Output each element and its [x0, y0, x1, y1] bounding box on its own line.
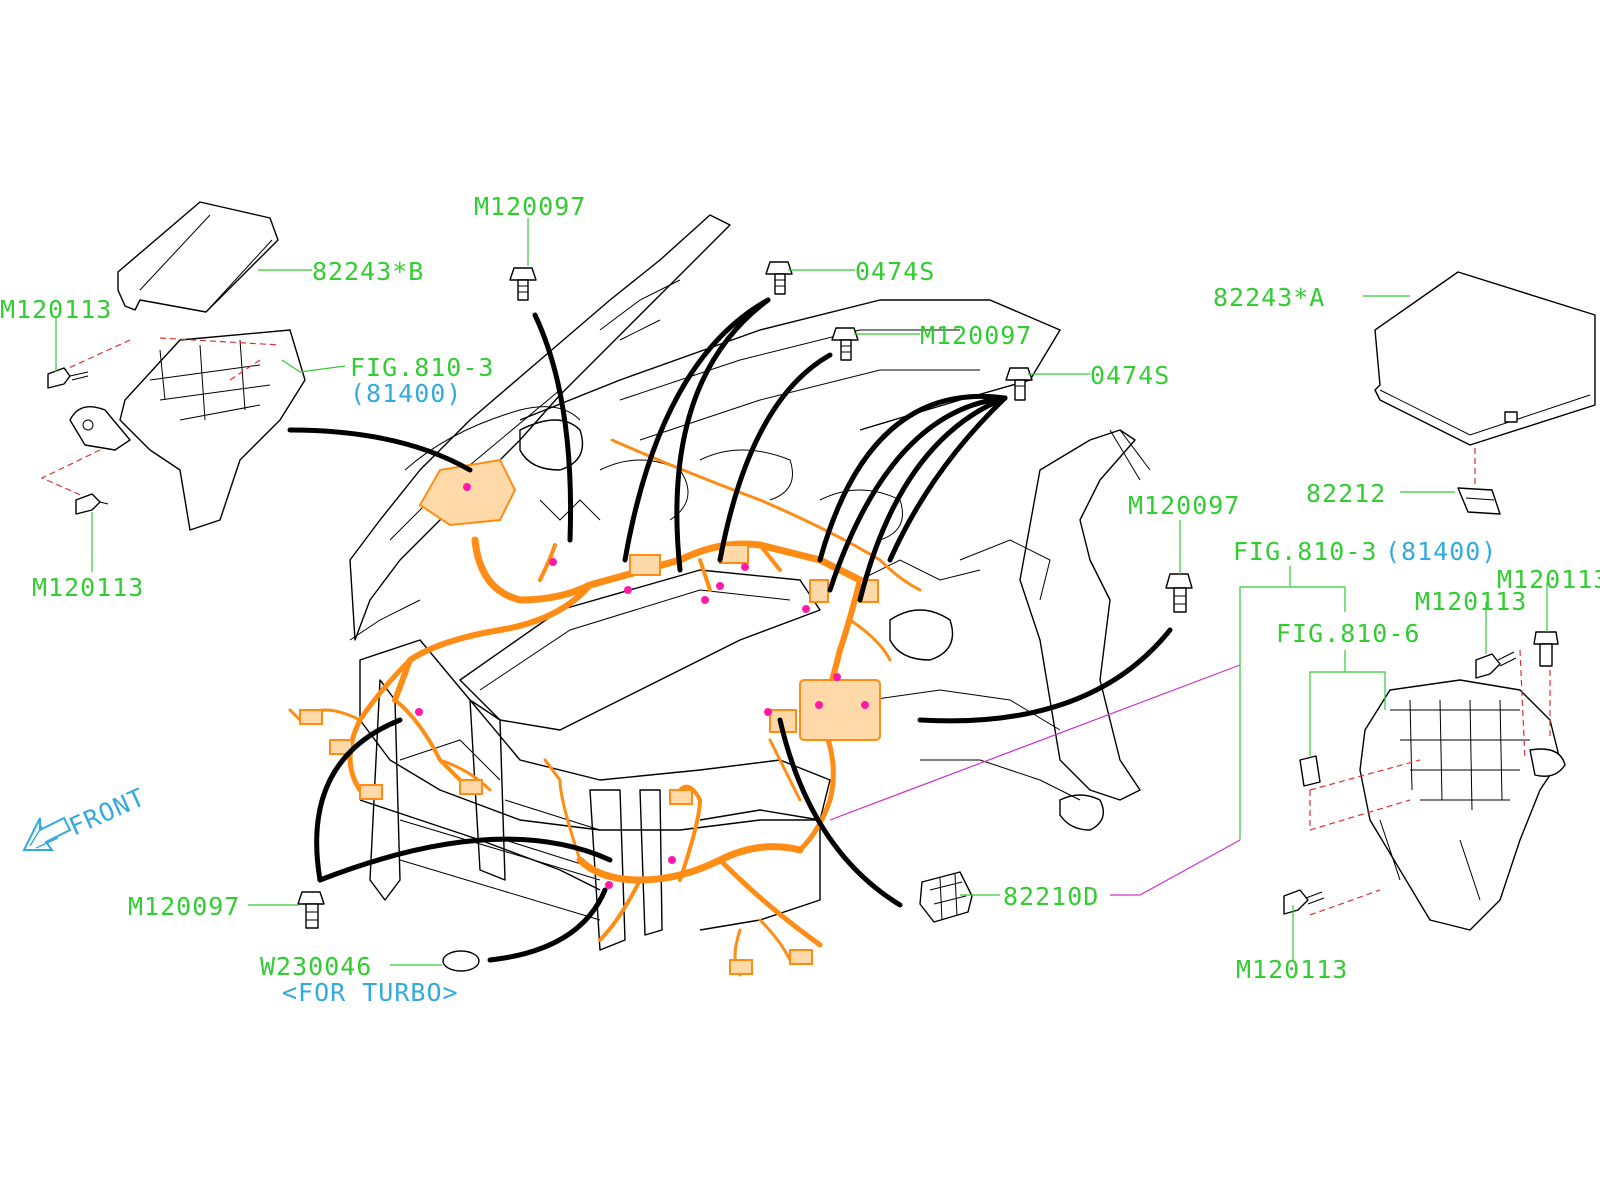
- right-fuse-box-cover: [1374, 271, 1596, 446]
- connector-point: [833, 673, 841, 681]
- leader-lines: [55, 218, 1548, 966]
- connector-point: [741, 563, 749, 571]
- grommet-w230046: [442, 950, 480, 972]
- bolt-icon: [1165, 573, 1193, 613]
- connector-point: [463, 483, 471, 491]
- harness-connector: [729, 959, 753, 975]
- connector-point: [861, 701, 869, 709]
- harness-connector: [789, 949, 813, 965]
- bolt-icon: [1533, 631, 1559, 667]
- callout-82210d: 82210D: [1003, 882, 1099, 911]
- callout-m120097: M120097: [920, 321, 1032, 350]
- callout-fig-810-3: FIG.810-3: [350, 353, 494, 382]
- connector-point: [701, 596, 709, 604]
- callout-fig-810-3: FIG.810-3: [1233, 537, 1377, 566]
- callout-0474s: 0474S: [855, 257, 935, 286]
- bolt-icon: [75, 493, 109, 515]
- callout-fig-810-6: FIG.810-6: [1276, 619, 1420, 648]
- callout-m120097: M120097: [1128, 491, 1240, 520]
- fuse-box-cover-82243a: [1374, 271, 1596, 446]
- connector-point: [668, 856, 676, 864]
- connector-point: [549, 558, 557, 566]
- bolt-icon: [1283, 889, 1325, 915]
- connector-point: [716, 582, 724, 590]
- left-fuse-box-assembly: [40, 201, 306, 531]
- callout-m120097: M120097: [474, 192, 586, 221]
- vehicle-body-structure: [349, 214, 1151, 951]
- callout-m120113: M120113: [32, 573, 144, 602]
- harness-connector: [359, 784, 383, 800]
- front-direction-label: FRONT: [65, 782, 150, 841]
- callout-m120113: M120113: [1497, 565, 1600, 594]
- connector-point: [605, 881, 613, 889]
- harness-connector: [809, 579, 829, 603]
- junction-block: [418, 458, 517, 527]
- bolt-icon: [831, 327, 859, 361]
- bolt-icon: [47, 367, 89, 389]
- callout-m120097: M120097: [128, 892, 240, 921]
- connector-point: [815, 701, 823, 709]
- callout-ref-81400: (81400): [350, 379, 462, 408]
- callout-ref-81400: (81400): [1385, 537, 1497, 566]
- pointer-curves: [287, 297, 1173, 963]
- fuse-82212: [1457, 487, 1501, 515]
- callout-82243a: 82243*A: [1213, 283, 1325, 312]
- fuse-box-cover-82243b: [117, 201, 279, 313]
- callout-m120113: M120113: [0, 295, 112, 324]
- right-fuse-box-main: [1359, 679, 1566, 931]
- connector-point: [764, 708, 772, 716]
- callout-0474s: 0474S: [1090, 361, 1170, 390]
- callout-82243b: 82243*B: [312, 257, 424, 286]
- bolt-icon: [765, 261, 793, 295]
- main-fuse-block-connector: [799, 679, 881, 741]
- harness-connector: [669, 789, 693, 805]
- callout-for-turbo: <FOR TURBO>: [282, 978, 459, 1007]
- main-wiring-harness: [288, 438, 922, 977]
- arrow-left-icon: [22, 816, 72, 851]
- callout-m120113: M120113: [1236, 955, 1348, 984]
- fuse-box-main-left: [119, 329, 306, 531]
- bolt-icon: [509, 267, 537, 301]
- callout-w230046: W230046: [260, 952, 372, 981]
- bolt-icon: [1005, 367, 1033, 401]
- harness-connector: [299, 709, 323, 725]
- harness-connector: [459, 779, 483, 795]
- callout-82212: 82212: [1306, 479, 1386, 508]
- callout-labels: M120097 0474S M120097 0474S 82243*B M120…: [0, 192, 1600, 1007]
- bolt-icon: [1475, 651, 1517, 679]
- fuse-relay-810-6: [1299, 755, 1321, 787]
- callout-m120113: M120113: [1415, 587, 1527, 616]
- bolt-icon: [297, 891, 325, 929]
- mounting-bracket: [69, 406, 131, 451]
- connector-point: [624, 586, 632, 594]
- connector-point: [802, 605, 810, 613]
- connector-point: [415, 708, 423, 716]
- harness-connector: [629, 554, 661, 576]
- clip-82210d: [919, 871, 973, 923]
